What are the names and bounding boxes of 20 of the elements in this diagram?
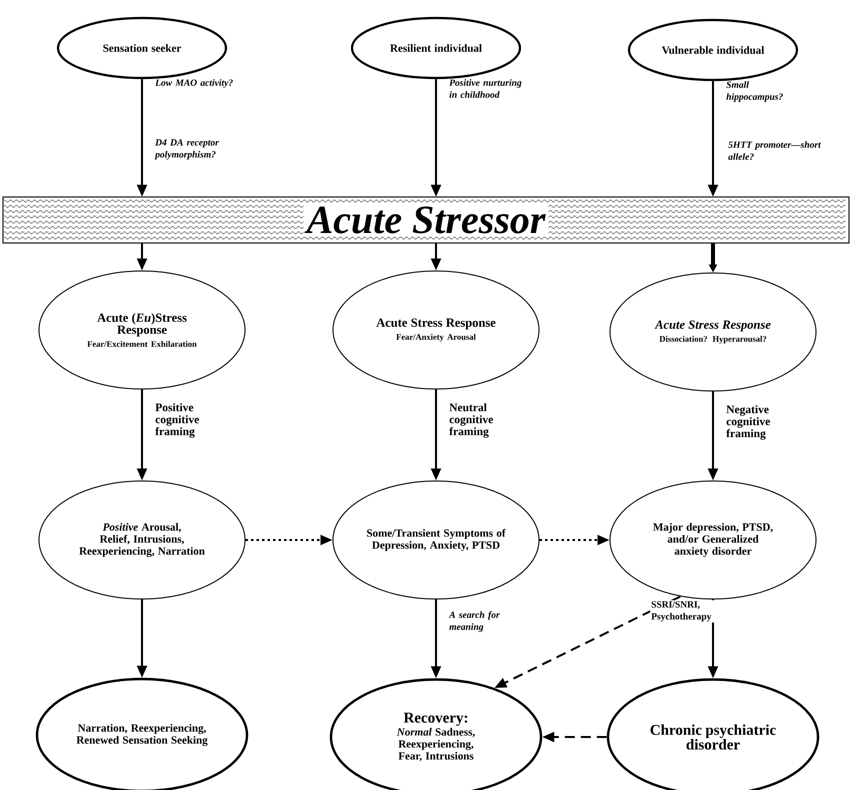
oval: Acute (Eu)Stress Response Fear/Excitement Exhilaration	[38, 270, 246, 390]
oval: Acute Stress Response Dissociation? Hyperarousal?	[610, 272, 816, 392]
edge-label: Positive cognitive framing	[155, 403, 199, 438]
edge-label: Low MAO activity?	[155, 79, 233, 88]
annotation-text: D4 DA receptor polymorphism?	[154, 139, 219, 160]
oval: Some/Transient Symptoms of Depression, Anxiety, PTSD	[332, 480, 540, 600]
edge-label: SSRI/SNRI, Psychotherapy	[650, 600, 724, 623]
edge-label: Negative cognitive framing	[726, 405, 770, 440]
oval: Major depression, PTSD, and/or Generalized anxiety disorder	[610, 480, 816, 600]
edge-label: Neutral cognitive framing	[449, 403, 493, 438]
oval: Resilient individual	[350, 16, 522, 80]
oval: Acute Stress Response Fear/Anxiety Arousal	[332, 270, 540, 390]
annotation-text: 5HTT promoter—short allele?	[728, 141, 821, 160]
oval: Positive Arousal, Relief, Intrusions, Reexperiencing, Narration	[38, 480, 246, 600]
edge-label: Positive nurturing in childhood	[449, 79, 522, 98]
edge-label: Small hippocampus?	[726, 81, 783, 102]
oval: Sensation seeker	[56, 16, 228, 80]
edge-label: A search for meaning	[448, 611, 500, 632]
stressor-band: Acute Stressor	[2, 196, 850, 244]
oval: Vulnerable individual	[628, 18, 798, 82]
